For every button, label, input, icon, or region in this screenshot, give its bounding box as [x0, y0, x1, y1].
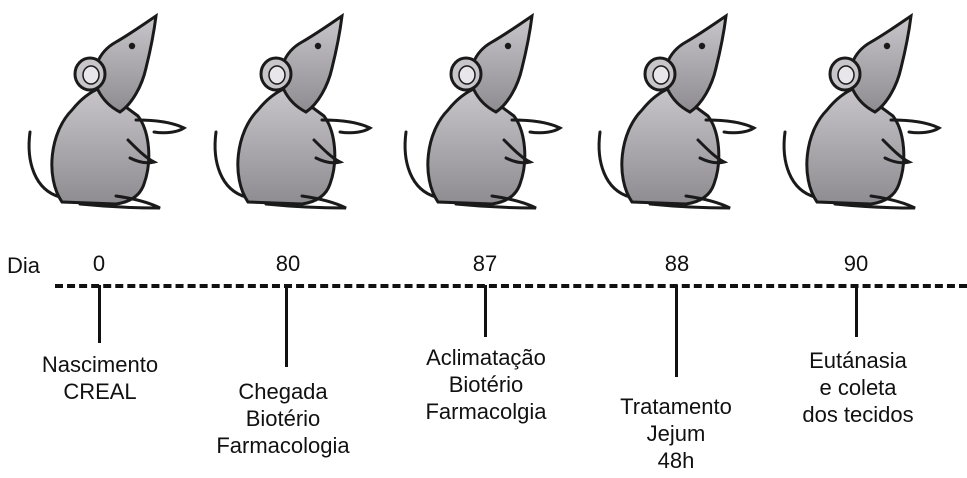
description-line: Biotério: [183, 405, 383, 432]
milestone-tick: [855, 285, 858, 337]
day-label: 87: [455, 251, 515, 277]
day-label: 88: [647, 251, 707, 277]
description-line: Jejum: [576, 420, 776, 447]
milestone-description: Nascimento CREAL: [0, 351, 200, 405]
milestone-tick: [484, 285, 487, 337]
milestone-tick: [285, 285, 288, 367]
description-line: Farmacologia: [183, 432, 383, 459]
mouse-icon: [20, 12, 196, 217]
mouse-icon: [206, 12, 382, 217]
milestone-description: Chegada Biotério Farmacologia: [183, 378, 383, 459]
mouse-icon: [396, 12, 572, 217]
milestone-tick: [98, 285, 101, 343]
description-line: Eutánasia: [758, 347, 958, 374]
description-line: Chegada: [183, 378, 383, 405]
description-line: dos tecidos: [758, 401, 958, 428]
axis-label: Dia: [7, 253, 40, 279]
description-line: Nascimento: [0, 351, 200, 378]
milestone-description: Aclimatação Biotério Farmacolgia: [386, 344, 586, 425]
timeline-dashed-line: [55, 284, 967, 288]
description-line: Farmacolgia: [386, 398, 586, 425]
milestone-tick: [675, 285, 678, 377]
day-label: 80: [258, 251, 318, 277]
description-line: Aclimatação: [386, 344, 586, 371]
day-label: 90: [826, 251, 886, 277]
day-label: 0: [69, 251, 129, 277]
mouse-icon: [775, 12, 951, 217]
description-line: e coleta: [758, 374, 958, 401]
description-line: CREAL: [0, 378, 200, 405]
description-line: Tratamento: [576, 393, 776, 420]
description-line: 48h: [576, 447, 776, 474]
mouse-icon: [590, 12, 766, 217]
milestone-description: Eutánasia e coleta dos tecidos: [758, 347, 958, 428]
milestone-description: Tratamento Jejum 48h: [576, 393, 776, 474]
description-line: Biotério: [386, 371, 586, 398]
